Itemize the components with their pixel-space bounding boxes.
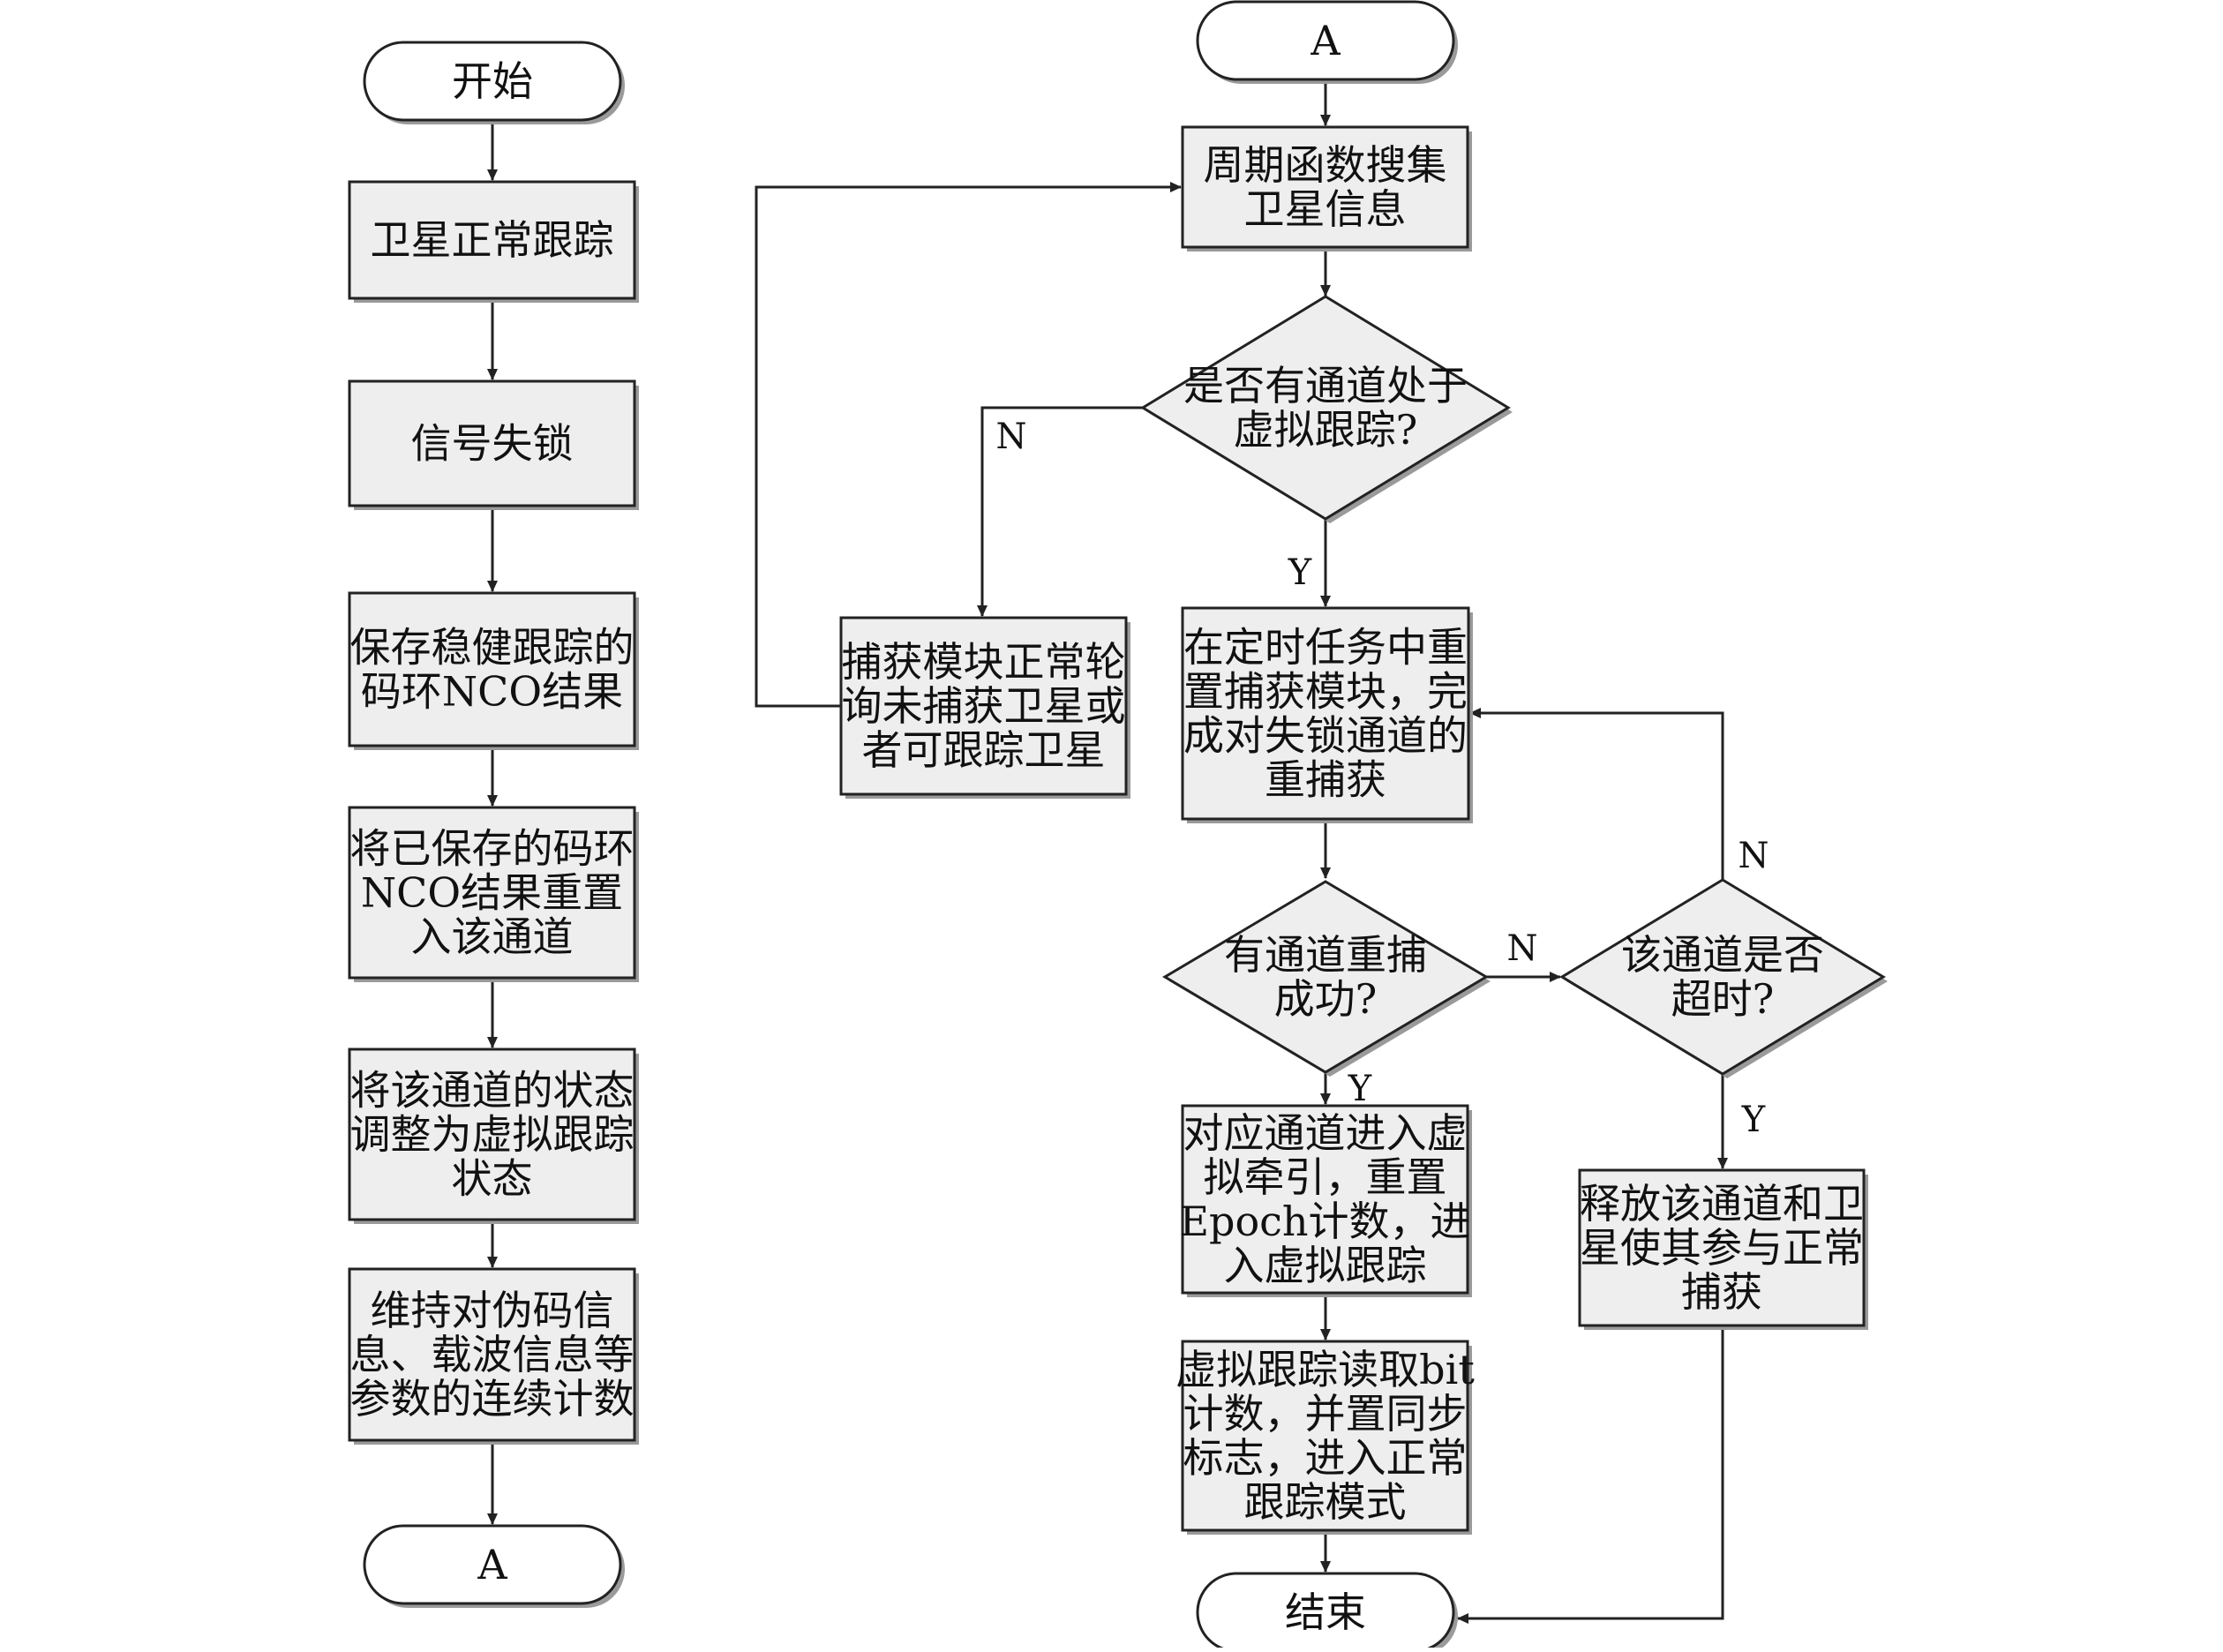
node-end: 结束 xyxy=(1196,1572,1458,1652)
node-signal-lost: 信号失锁 xyxy=(348,379,639,510)
node-start-text: 开始 xyxy=(452,57,533,105)
node-timeout-check-text: 超时? xyxy=(1671,975,1775,1023)
node-timeout-check-diamond xyxy=(1559,878,1886,1076)
edge-poll-loop xyxy=(755,182,1182,708)
node-read-bit-text: 虚拟跟踪读取bit xyxy=(1175,1346,1475,1393)
node-virtual-check-text: 虚拟跟踪? xyxy=(1234,406,1418,454)
connector-lines xyxy=(487,79,1728,1624)
node-reset-acq-text: 重捕获 xyxy=(1265,756,1386,804)
node-start-shape xyxy=(363,41,622,122)
node-adjust-state-box xyxy=(348,1048,636,1221)
node-virtual-pull-text: 入虚拟跟踪 xyxy=(1224,1242,1427,1289)
node-virtual-pull-text: 拟牵引，重置 xyxy=(1204,1153,1447,1201)
node-adjust-state-text: 将该通道的状态 xyxy=(350,1067,635,1115)
node-reacq-success-text: 有通道重捕 xyxy=(1224,931,1427,979)
node-end-text: 结束 xyxy=(1285,1588,1366,1636)
node-connector-a-top: A xyxy=(1196,0,1458,84)
edge-check-no xyxy=(977,406,1143,617)
node-sat-tracking-box xyxy=(348,180,636,300)
node-periodic-search-box xyxy=(1181,125,1469,249)
node-virtual-check-text: 是否有通道处于 xyxy=(1183,362,1468,409)
node-virtual-pull-text: 对应通道进入虚 xyxy=(1183,1109,1468,1157)
node-signal-lost-box xyxy=(348,379,636,507)
node-reset-nco-text: NCO结果重置 xyxy=(361,869,623,917)
node-reacq-success-text: 成功? xyxy=(1274,975,1378,1023)
node-read-bit-box xyxy=(1181,1340,1469,1532)
edge-labels: N Y N Y N Y xyxy=(996,417,1769,1140)
node-start: 开始 xyxy=(363,41,625,124)
label-virtual-no: N xyxy=(996,417,1027,457)
node-release-text: 星使其参与正常 xyxy=(1580,1224,1864,1272)
node-acq-poll-text: 者可跟踪卫星 xyxy=(862,726,1106,774)
node-read-bit-text: 计数，并置同步 xyxy=(1183,1390,1468,1438)
node-connector-a-top-shape xyxy=(1196,0,1455,81)
node-reset-nco-text: 入该通道 xyxy=(411,913,574,961)
node-release-text: 捕获 xyxy=(1681,1268,1762,1316)
node-save-nco-box xyxy=(348,591,636,747)
node-sat-tracking-text: 卫星正常跟踪 xyxy=(371,216,614,264)
node-read-bit-text: 跟踪模式 xyxy=(1244,1478,1407,1526)
label-virtual-yes: Y xyxy=(1288,552,1312,593)
node-save-nco-text: 码环NCO结果 xyxy=(361,668,623,716)
edge-release-to-end xyxy=(1457,1325,1724,1624)
node-acq-poll-box xyxy=(839,616,1128,796)
node-reset-nco-box xyxy=(348,806,636,980)
node-virtual-pull-box xyxy=(1181,1104,1469,1295)
node-connector-a-top-text: A xyxy=(1310,17,1341,64)
node-maintain-count-text: 参数的连续计数 xyxy=(350,1375,635,1423)
node-release-box xyxy=(1578,1168,1866,1327)
node-release-text: 释放该通道和卫 xyxy=(1580,1180,1864,1228)
node-adjust-state-text: 调整为虚拟跟踪 xyxy=(350,1111,635,1159)
node-acq-poll-text: 捕获模块正常轮 xyxy=(842,638,1126,686)
node-maintain-count-text: 息、载波信息等 xyxy=(350,1331,635,1378)
node-signal-lost-text: 信号失锁 xyxy=(411,420,574,468)
label-timeout-yes: Y xyxy=(1741,1100,1766,1140)
node-connector-a-left-text: A xyxy=(477,1541,507,1588)
flowchart-nodes: 开始卫星正常跟踪信号失锁保存稳健跟踪的码环NCO结果将已保存的码环NCO结果重置… xyxy=(348,0,1888,1652)
node-reacq-success-diamond xyxy=(1162,880,1489,1074)
node-save-nco-text: 保存稳健跟踪的 xyxy=(350,624,635,672)
label-reacq-yes: Y xyxy=(1348,1069,1372,1109)
node-periodic-search-text: 卫星信息 xyxy=(1244,185,1407,233)
node-adjust-state-text: 状态 xyxy=(452,1155,533,1203)
node-maintain-count-box xyxy=(348,1267,636,1442)
node-virtual-check-diamond xyxy=(1140,295,1511,521)
label-timeout-no: N xyxy=(1739,836,1769,876)
node-reset-acq-text: 在定时任务中重 xyxy=(1183,624,1468,672)
edge-timeout-no xyxy=(1469,708,1724,879)
node-connector-a-left: A xyxy=(363,1524,625,1608)
label-reacq-no: N xyxy=(1507,928,1538,969)
node-virtual-pull-text: Epoch计数，进 xyxy=(1179,1198,1470,1245)
node-periodic-search-text: 周期函数搜集 xyxy=(1204,141,1447,189)
node-reset-acq-text: 置捕获模块，完 xyxy=(1183,668,1468,716)
node-timeout-check-text: 该通道是否 xyxy=(1621,931,1824,979)
node-reset-nco-text: 将已保存的码环 xyxy=(350,825,635,873)
node-reset-acq-box xyxy=(1181,606,1470,821)
node-sat-tracking: 卫星正常跟踪 xyxy=(348,180,639,303)
node-maintain-count-text: 维持对伪码信 xyxy=(371,1287,614,1334)
node-connector-a-left-shape xyxy=(363,1524,622,1605)
node-reset-acq-text: 成对失锁通道的 xyxy=(1183,712,1468,760)
node-read-bit-text: 标志，进入正常 xyxy=(1183,1434,1468,1482)
node-acq-poll-text: 询未捕获卫星或 xyxy=(842,682,1126,730)
